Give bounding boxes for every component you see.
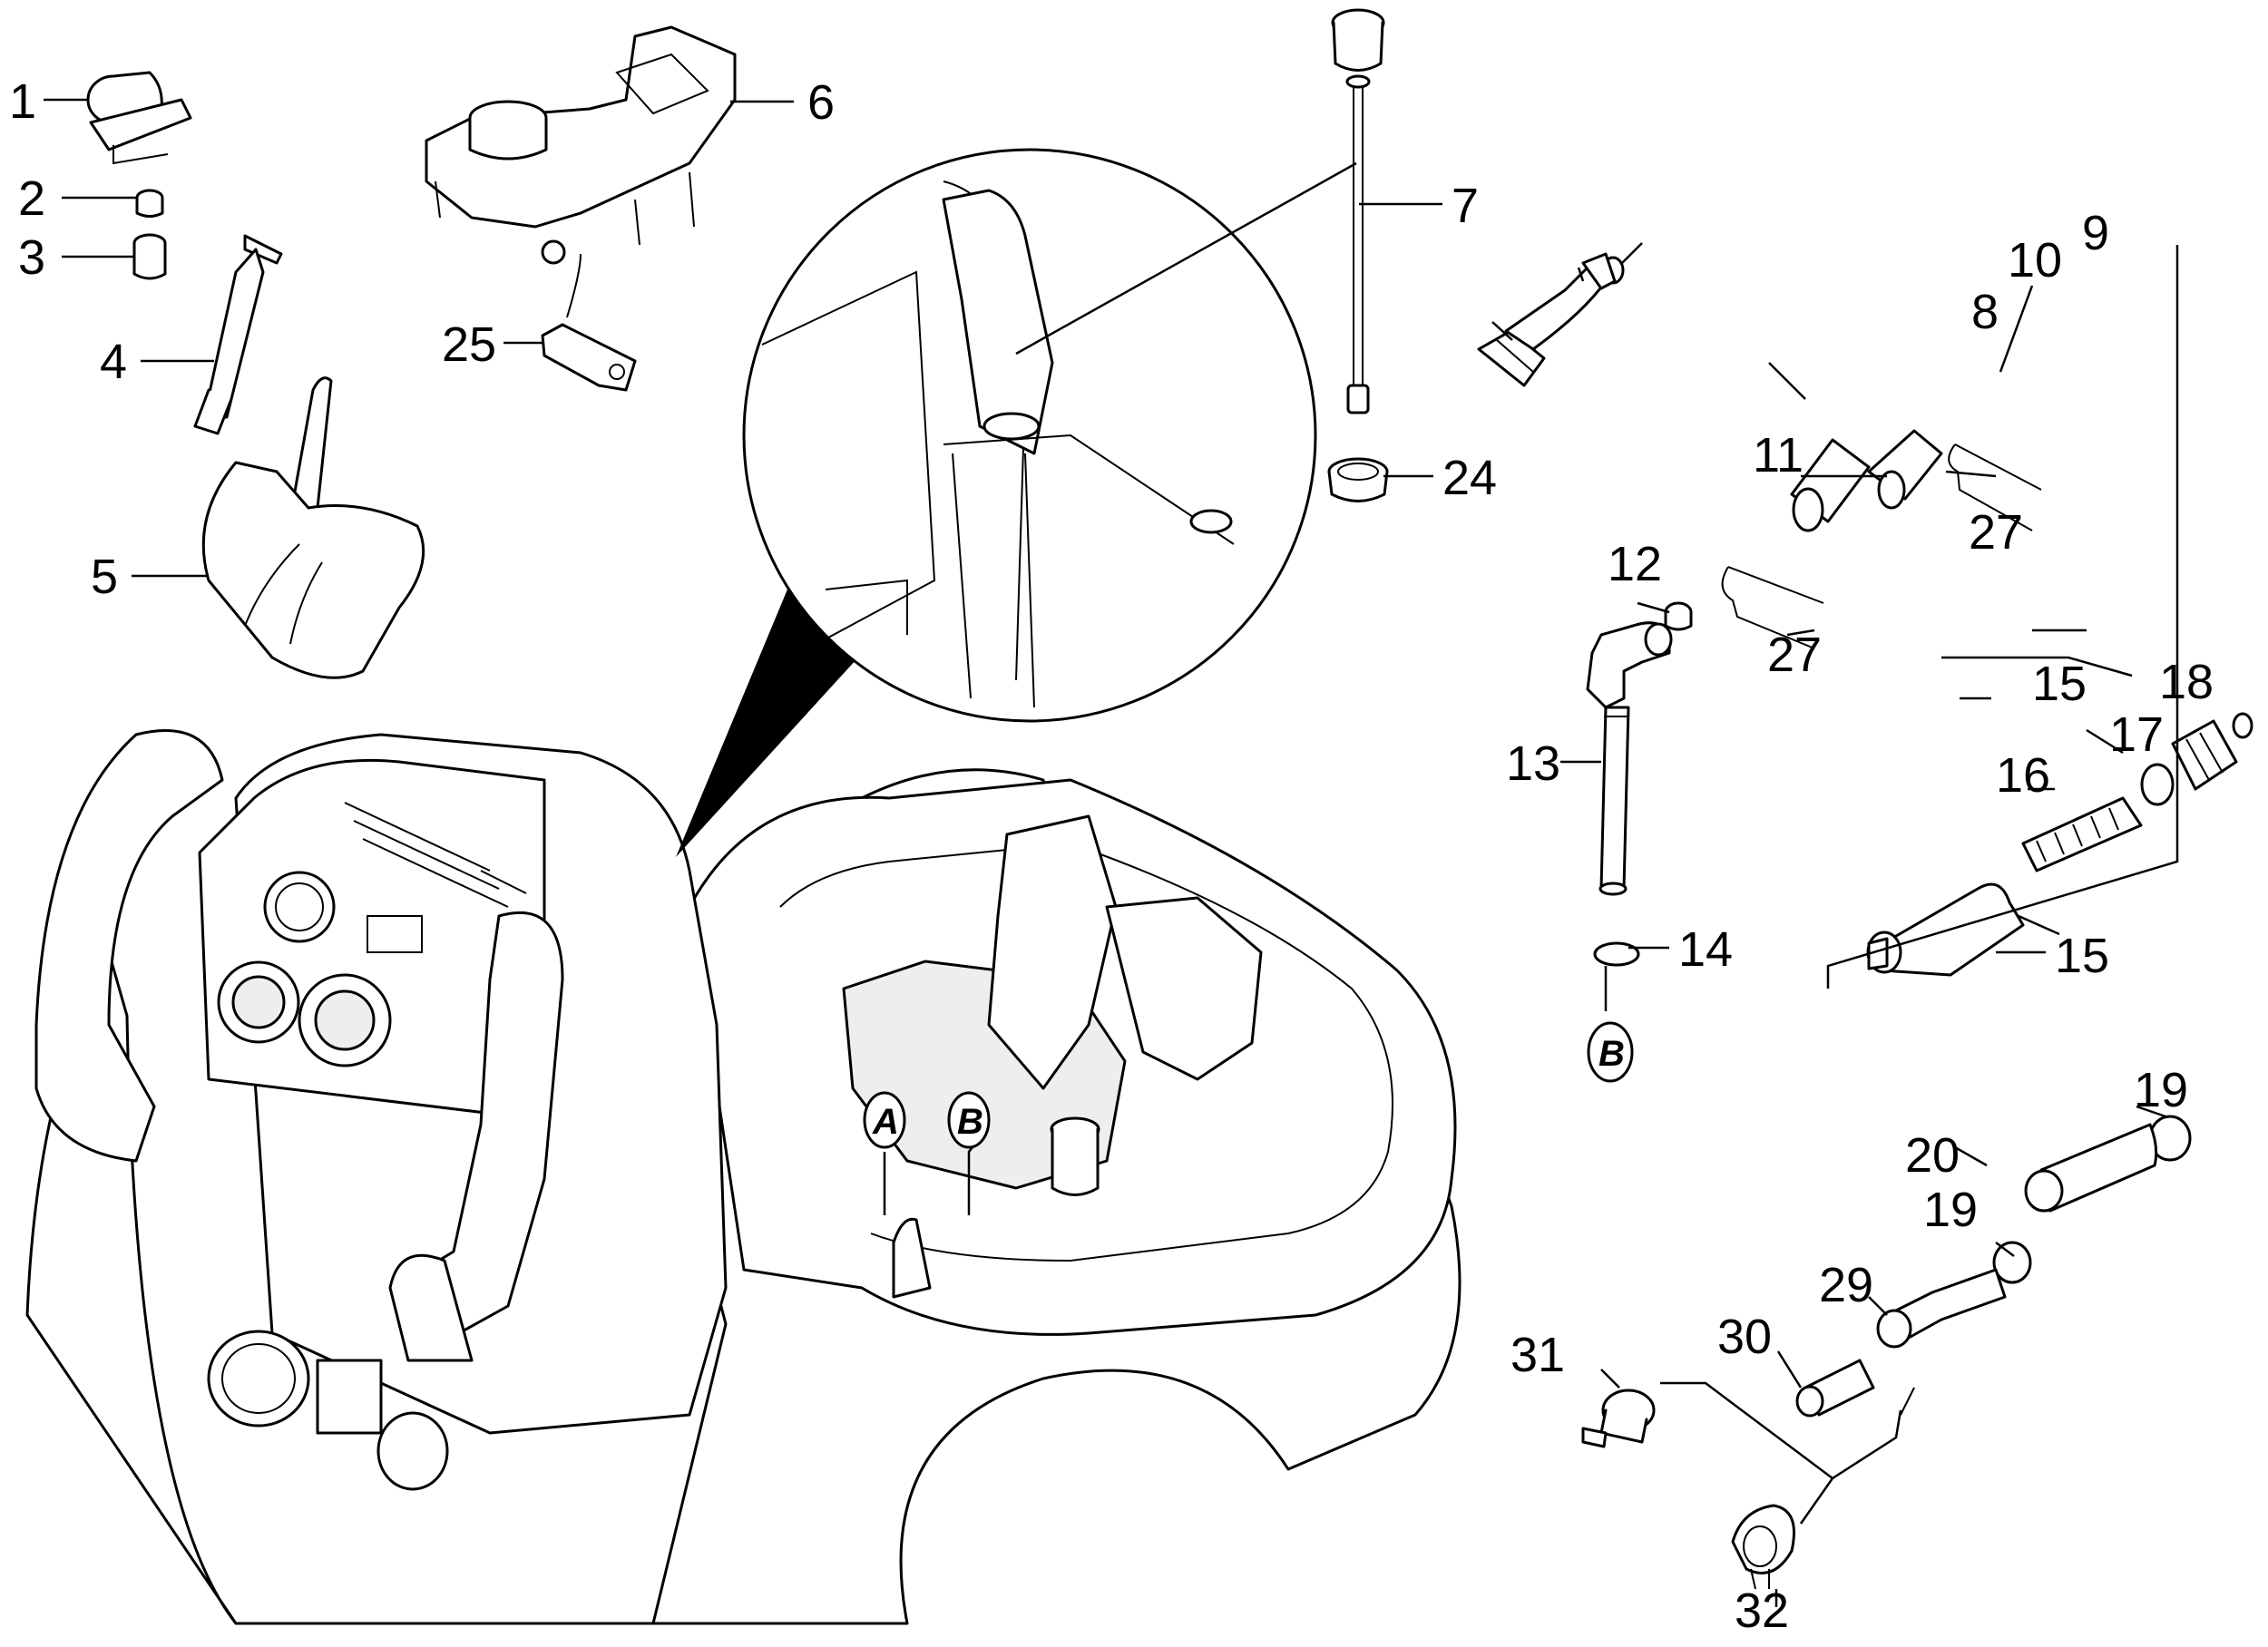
part-7-level-sensor bbox=[1331, 8, 1385, 414]
reference-markers: A B B bbox=[863, 1021, 1634, 1149]
callout-12: 12 bbox=[1608, 537, 1662, 591]
callout-30: 30 bbox=[1717, 1310, 1772, 1364]
callout-11: 11 bbox=[1753, 428, 1804, 482]
callout-8: 8 bbox=[1971, 285, 1999, 339]
part-19-clamp-lower bbox=[1992, 1241, 2032, 1284]
reference-b-hose: B bbox=[1598, 1034, 1625, 1074]
part-3-sleeve bbox=[132, 233, 167, 280]
part-31-coupling bbox=[1581, 1389, 1656, 1448]
callout-25: 25 bbox=[442, 317, 496, 372]
callout-2: 2 bbox=[18, 171, 45, 226]
reference-b-machine: B bbox=[957, 1102, 983, 1142]
part-6-tank-lid bbox=[425, 25, 737, 265]
part-10-elbow bbox=[1504, 252, 1617, 351]
detail-magnifier bbox=[676, 148, 1317, 857]
part-12-cap bbox=[1664, 601, 1693, 631]
callout-17: 17 bbox=[2109, 707, 2164, 762]
part-2-cap bbox=[135, 189, 164, 218]
part-29-connector bbox=[1876, 1268, 2007, 1416]
callout-32: 32 bbox=[1735, 1584, 1789, 1638]
part-11-hose-pieces bbox=[1790, 429, 1943, 532]
part-16-filter-element bbox=[2021, 796, 2143, 872]
callout-27-upper: 27 bbox=[1969, 505, 2023, 560]
callout-13: 13 bbox=[1506, 736, 1560, 791]
callout-18: 18 bbox=[2159, 655, 2214, 709]
part-4-gas-spring bbox=[193, 234, 283, 435]
leader-lines bbox=[44, 98, 2179, 1607]
part-14-o-ring bbox=[1593, 941, 1640, 967]
callout-5: 5 bbox=[91, 550, 118, 604]
callout-29: 29 bbox=[1819, 1258, 1873, 1312]
reference-a: A bbox=[872, 1102, 899, 1142]
callout-6: 6 bbox=[807, 75, 835, 130]
callout-4: 4 bbox=[100, 335, 127, 389]
part-30-nipple bbox=[1795, 1359, 1875, 1418]
callout-3: 3 bbox=[18, 230, 45, 285]
part-27-clip-lower bbox=[1721, 566, 1824, 649]
part-5-bracket-cover bbox=[201, 376, 425, 679]
part-25-sensor-plug bbox=[541, 253, 637, 392]
part-15-filter-housing bbox=[1866, 882, 2025, 977]
callout-16: 16 bbox=[1996, 748, 2050, 803]
part-8-nut bbox=[1477, 329, 1546, 387]
callout-1: 1 bbox=[9, 74, 36, 129]
callout-19-lower: 19 bbox=[1923, 1183, 1978, 1237]
callout-7: 7 bbox=[1452, 179, 1479, 233]
callout-labels: 1 2 3 4 5 6 25 7 24 9 10 8 11 27 12 27 1… bbox=[9, 74, 2214, 1638]
part-32-claw-coupling bbox=[1731, 1504, 1795, 1590]
part-24-ring bbox=[1327, 457, 1389, 502]
callout-15-upper: 15 bbox=[2032, 657, 2087, 711]
callout-9: 9 bbox=[2082, 206, 2109, 260]
machine-body bbox=[25, 729, 1461, 1625]
callout-24: 24 bbox=[1442, 451, 1497, 505]
part-20-hose bbox=[2024, 1123, 2158, 1213]
part-1-switch bbox=[86, 71, 192, 165]
callout-14: 14 bbox=[1678, 922, 1733, 977]
callout-27-lower: 27 bbox=[1767, 628, 1822, 682]
callout-15-lower: 15 bbox=[2055, 929, 2109, 983]
callout-19-upper: 19 bbox=[2134, 1063, 2188, 1117]
part-18-nut-and-ring bbox=[2171, 712, 2253, 791]
part-13-suction-pipe bbox=[1586, 621, 1673, 896]
callout-31: 31 bbox=[1510, 1328, 1565, 1382]
part-17-o-ring bbox=[2140, 763, 2175, 806]
callout-20: 20 bbox=[1905, 1128, 1960, 1183]
callout-10: 10 bbox=[2008, 233, 2062, 287]
